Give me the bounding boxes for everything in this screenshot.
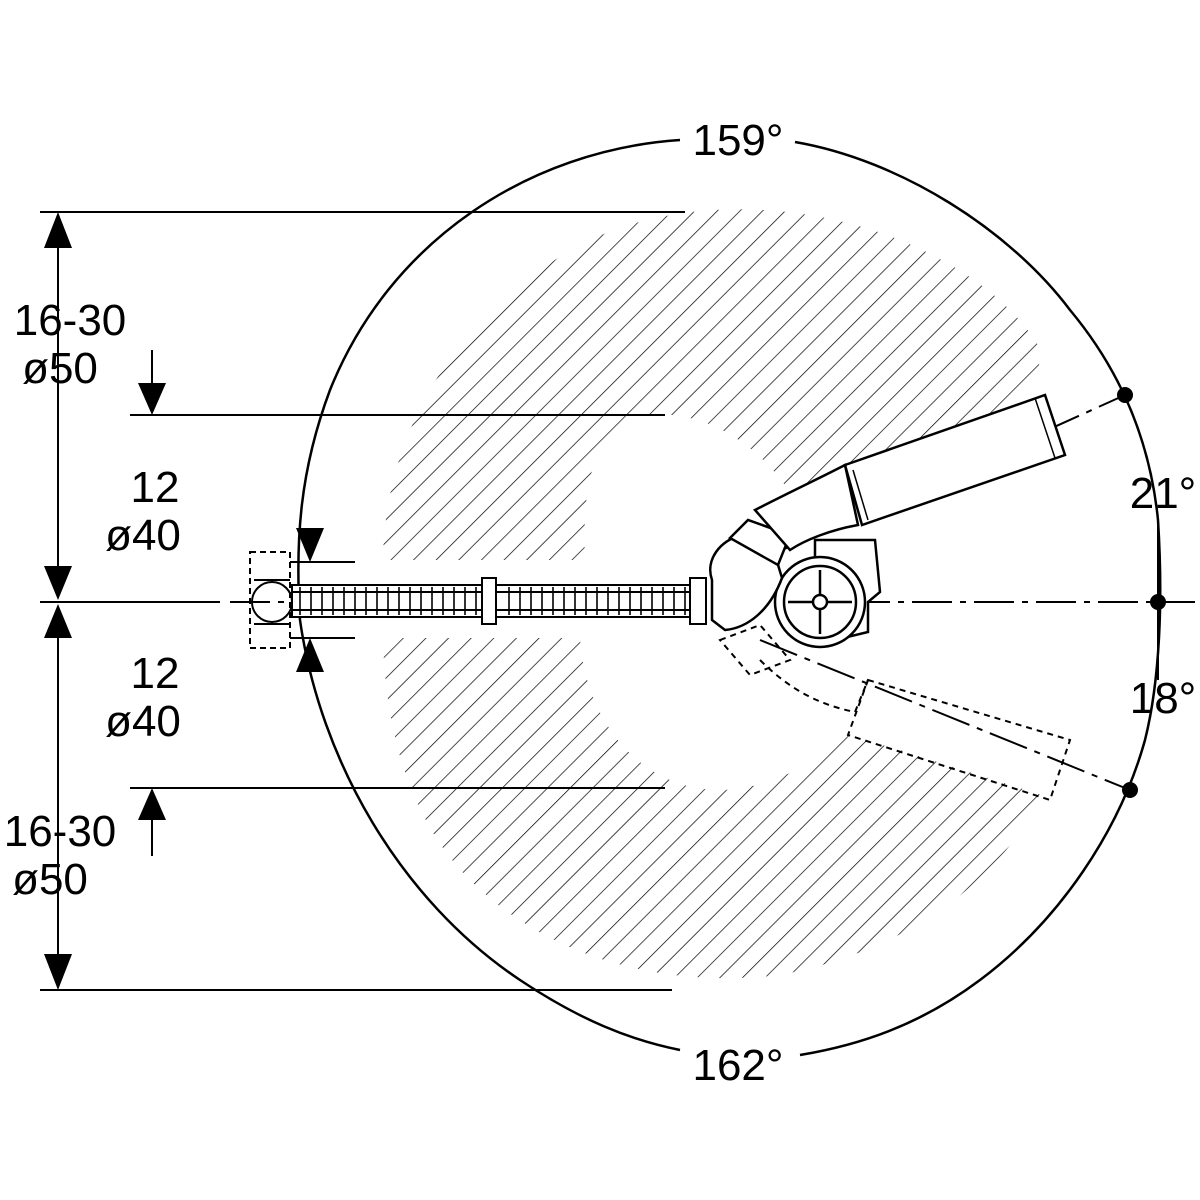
horizontal-drain-pipe: [291, 577, 707, 625]
arrow-up-pipe-bottom: [296, 638, 324, 672]
lower-swing-zone: [383, 638, 1042, 979]
arrow-up-lower-inner: [138, 788, 166, 820]
outer-swing-arc-right: [794, 140, 1162, 1057]
lower-outer-diameter-label: ø50: [12, 855, 88, 904]
angle-label-upper-right: 21°: [1130, 469, 1197, 518]
upper-inner-value-label: 12: [131, 463, 180, 512]
upper-angle-dot: [1117, 387, 1133, 403]
lower-inner-value-label: 12: [131, 649, 180, 698]
upper-swing-zone: [383, 209, 1040, 560]
pipe-ribs: [299, 587, 686, 615]
lower-outer-range-label: 16-30: [4, 807, 117, 856]
arrow-down-bottom: [44, 954, 72, 990]
lower-tailpiece-dashed: [718, 623, 1072, 802]
arrow-down-upper-center: [44, 566, 72, 600]
siphon-trap-body: [773, 538, 882, 649]
arrow-up-top: [44, 212, 72, 248]
lower-inner-diameter-label: ø40: [105, 697, 181, 746]
upper-inner-diameter-label: ø40: [105, 511, 181, 560]
pipe-end-connector: [249, 551, 293, 649]
angle-label-lower-right: 18°: [1130, 674, 1197, 723]
lower-angle-ref-line: [759, 639, 1131, 791]
angle-label-bottom: 162°: [692, 1041, 783, 1090]
angle-label-top: 159°: [692, 116, 783, 165]
arrow-down-pipe-top: [296, 528, 324, 562]
arrow-up-lower-center: [44, 604, 72, 638]
lower-angle-dot: [1122, 782, 1138, 798]
upper-tailpiece: [709, 393, 1067, 632]
upper-outer-range-label: 16-30: [14, 296, 127, 345]
arrow-down-upper-inner: [138, 383, 166, 415]
upper-outer-diameter-label: ø50: [22, 344, 98, 393]
